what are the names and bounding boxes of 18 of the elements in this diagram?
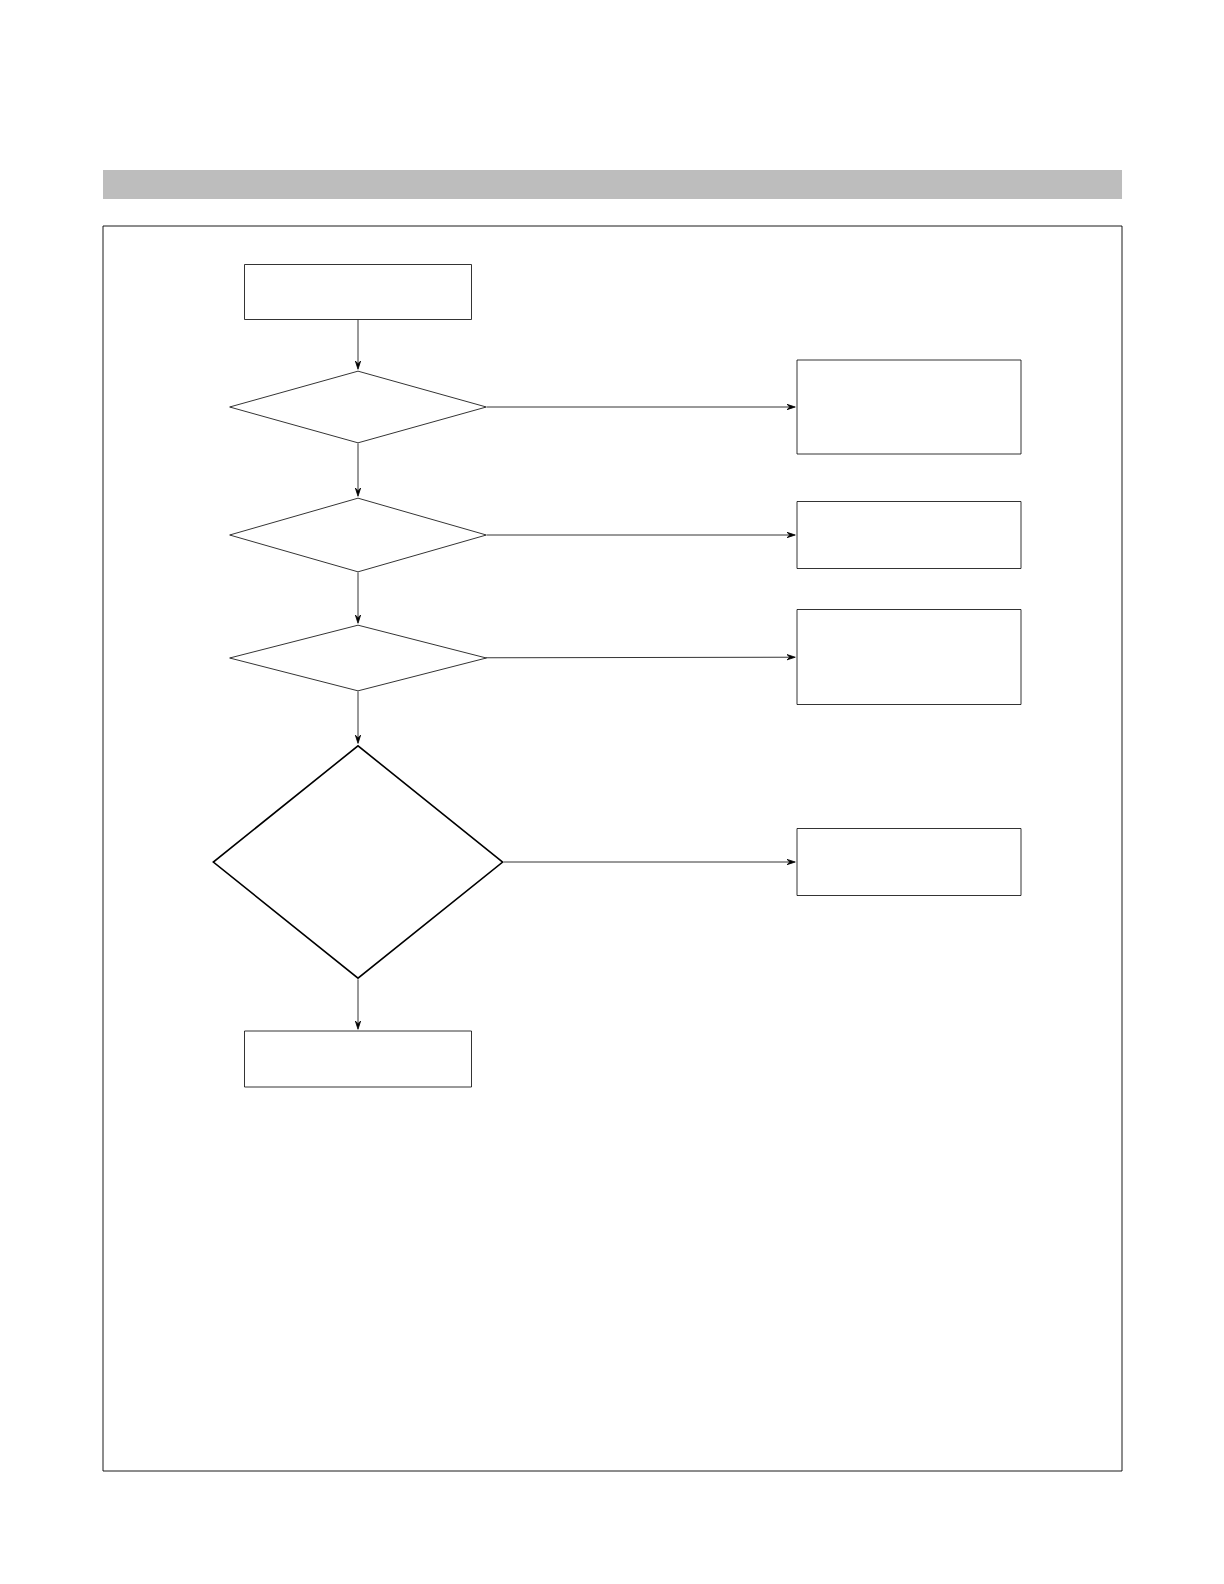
process-box <box>796 359 1022 455</box>
process-box <box>796 828 1022 896</box>
decision-diamond <box>229 370 487 444</box>
arrow <box>354 691 362 744</box>
arrow <box>354 443 362 497</box>
arrow <box>354 978 362 1030</box>
arrow <box>486 531 796 539</box>
process-box <box>796 501 1022 569</box>
arrow <box>354 572 362 624</box>
process-box <box>244 1030 472 1088</box>
arrow <box>503 859 796 866</box>
arrow <box>486 403 796 411</box>
process-box <box>244 264 472 320</box>
decision-diamond <box>229 497 487 573</box>
arrow <box>354 319 362 370</box>
arrow <box>485 654 796 661</box>
decision-diamond <box>229 624 487 692</box>
process-box <box>796 609 1022 705</box>
